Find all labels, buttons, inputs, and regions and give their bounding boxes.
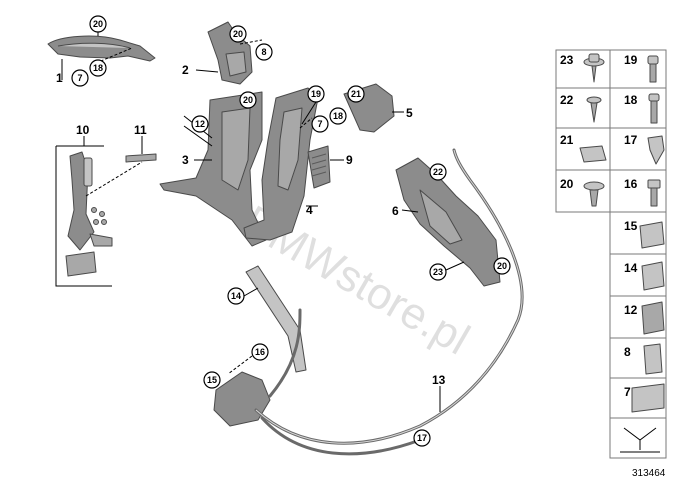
- callout-7-a[interactable]: 7: [71, 69, 89, 87]
- callout-20-b[interactable]: 20: [229, 25, 247, 43]
- svg-text:21: 21: [351, 89, 361, 99]
- callout-18-b[interactable]: 18: [329, 107, 347, 125]
- self-tapping-screw-icon[interactable]: [586, 96, 602, 123]
- part-4-c-pillar-trim[interactable]: [243, 87, 319, 241]
- callout-21[interactable]: 21: [347, 85, 365, 103]
- figure-number: 313464: [632, 468, 666, 479]
- callout-14-a[interactable]: 14: [227, 287, 245, 305]
- svg-text:16: 16: [255, 347, 265, 357]
- label-1: 1: [56, 71, 63, 85]
- callout-12[interactable]: 12: [191, 115, 209, 133]
- svg-text:15: 15: [207, 375, 217, 385]
- callout-20-d[interactable]: 20: [493, 257, 511, 275]
- cable-lower: [260, 416, 422, 456]
- svg-text:23: 23: [433, 267, 443, 277]
- svg-text:17: 17: [417, 433, 427, 443]
- svg-text:20: 20: [93, 19, 103, 29]
- bracket-nut-icon[interactable]: [641, 301, 665, 335]
- callout-23-a[interactable]: 23: [429, 263, 447, 281]
- callout-17-a[interactable]: 17: [413, 429, 431, 447]
- label-3: 3: [182, 153, 189, 167]
- long-bolt-icon[interactable]: [648, 93, 660, 124]
- legend-num-20: 20: [560, 177, 574, 191]
- svg-text:19: 19: [311, 89, 321, 99]
- svg-text:20: 20: [497, 261, 507, 271]
- legend-num-17: 17: [624, 133, 638, 147]
- callout-15-a[interactable]: 15: [203, 371, 221, 389]
- part-10-belt-guide[interactable]: [67, 151, 95, 251]
- part-10-small-bolts[interactable]: [91, 207, 107, 225]
- svg-text:18: 18: [93, 63, 103, 73]
- legend-num-23: 23: [560, 53, 574, 67]
- spring-nut-icon[interactable]: [639, 221, 665, 249]
- legend-num-16: 16: [624, 177, 638, 191]
- part-13-retractor[interactable]: [213, 371, 271, 427]
- airbag-badge-icon[interactable]: [631, 383, 665, 413]
- svg-text:12: 12: [195, 119, 205, 129]
- label-6: 6: [392, 204, 399, 218]
- legend-num-19: 19: [624, 53, 638, 67]
- legend-num-15: 15: [624, 219, 638, 233]
- svg-text:7: 7: [317, 119, 322, 129]
- callout-7-b[interactable]: 7: [311, 115, 329, 133]
- assembly-symbol-icon: [620, 427, 660, 453]
- svg-text:22: 22: [433, 167, 443, 177]
- u-nut-icon[interactable]: [579, 145, 607, 163]
- legend-num-21: 21: [560, 133, 574, 147]
- svg-text:20: 20: [243, 95, 253, 105]
- callout-20-c[interactable]: 20: [239, 91, 257, 109]
- part-11-cover-strip[interactable]: [125, 153, 157, 163]
- legend-num-8: 8: [624, 345, 631, 359]
- part-10-bracket[interactable]: [89, 233, 113, 247]
- legend-num-18: 18: [624, 93, 638, 107]
- svg-text:8: 8: [261, 47, 266, 57]
- part-9-vent-grille[interactable]: [307, 145, 331, 189]
- callout-18-a[interactable]: 18: [89, 59, 107, 77]
- svg-text:14: 14: [231, 291, 241, 301]
- label-9: 9: [346, 153, 353, 167]
- label-5: 5: [406, 106, 413, 120]
- plastic-clip-icon[interactable]: [643, 343, 663, 375]
- label-10: 10: [76, 123, 90, 137]
- svg-text:20: 20: [233, 29, 243, 39]
- part-1-upper-trim[interactable]: [47, 35, 156, 62]
- legend-num-14: 14: [624, 261, 638, 275]
- legend-num-7: 7: [624, 385, 631, 399]
- screw-with-washer-icon[interactable]: [583, 53, 605, 83]
- part-13-belt-rail[interactable]: [245, 265, 307, 373]
- label-4: 4: [306, 203, 313, 217]
- svg-text:18: 18: [333, 111, 343, 121]
- hex-bolt-icon[interactable]: [647, 179, 661, 207]
- legend-num-22: 22: [560, 93, 574, 107]
- clip-nut-icon[interactable]: [641, 261, 665, 291]
- part-2-b-pillar-upper[interactable]: [207, 21, 253, 85]
- part-3-b-pillar-lower[interactable]: [159, 91, 267, 247]
- cable-upper: [268, 308, 302, 398]
- legend-num-12: 12: [624, 303, 638, 317]
- label-11: 11: [134, 123, 147, 137]
- callout-8[interactable]: 8: [255, 43, 273, 61]
- part-10-group-box: [55, 145, 112, 287]
- callout-20-a[interactable]: 20: [89, 15, 107, 33]
- bolt-icon[interactable]: [647, 55, 659, 83]
- spreader-clip-icon[interactable]: [647, 135, 665, 165]
- svg-text:7: 7: [77, 73, 82, 83]
- expanding-rivet-icon[interactable]: [583, 181, 605, 207]
- label-13: 13: [432, 373, 446, 387]
- part-6-d-pillar-trim[interactable]: [395, 157, 501, 287]
- label-2: 2: [182, 63, 189, 77]
- part-10-lower-plate[interactable]: [65, 251, 97, 277]
- callout-22[interactable]: 22: [429, 163, 447, 181]
- callout-16-a[interactable]: 16: [251, 343, 269, 361]
- callout-19[interactable]: 19: [307, 85, 325, 103]
